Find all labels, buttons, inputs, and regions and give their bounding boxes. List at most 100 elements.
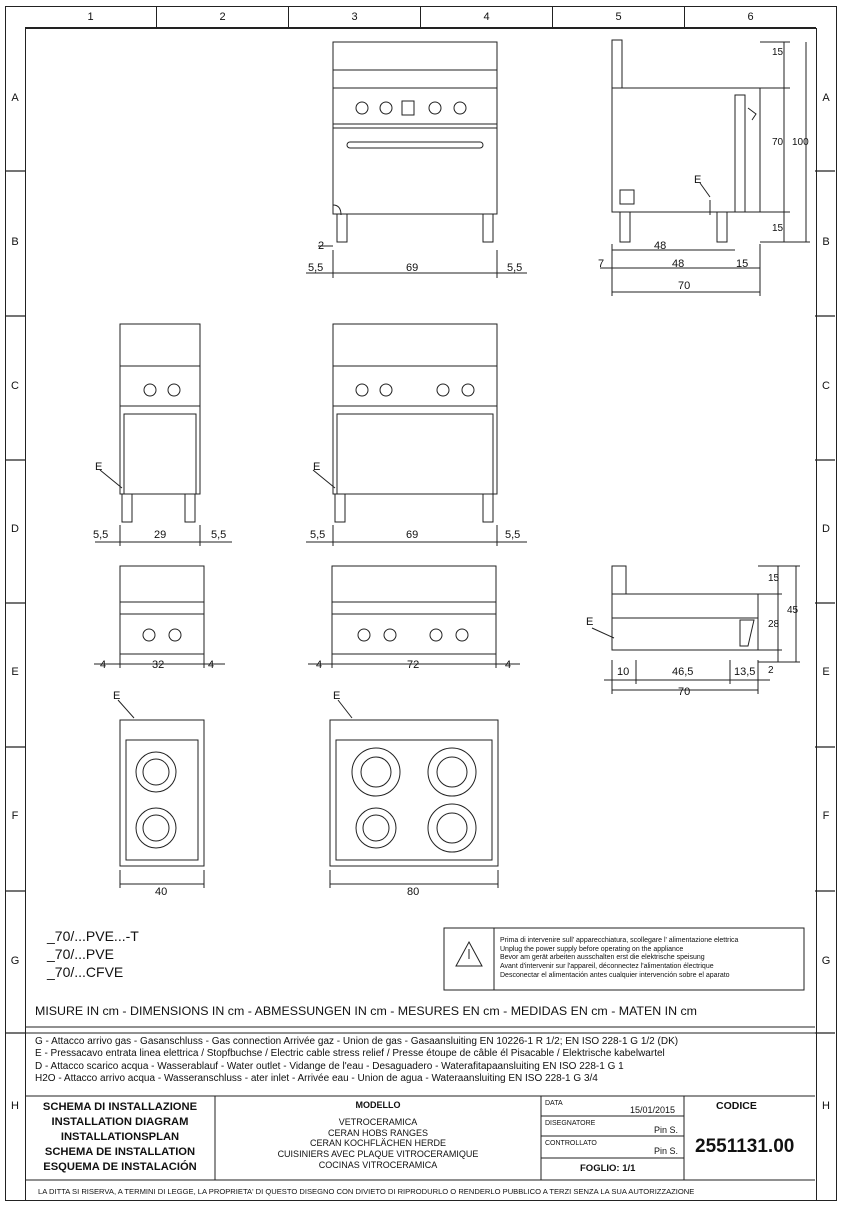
model-code: _70/...PVE...-T — [47, 928, 139, 944]
code-label: CODICE — [716, 1100, 757, 1112]
dim-label: 28 — [768, 619, 780, 630]
modello-line: CERAN HOBS RANGES — [327, 1127, 429, 1138]
dim-label: 5,5 — [93, 529, 109, 541]
connection-label-e: E — [113, 690, 121, 702]
column-label: 4 — [421, 7, 553, 27]
date-value: 15/01/2015 — [630, 1105, 676, 1115]
dim-label: 4 — [100, 659, 107, 671]
dim-label: 32 — [152, 659, 165, 671]
dim-label: 15 — [772, 47, 784, 58]
legend-line: D - Attacco scarico acqua - Wasserablauf… — [35, 1060, 624, 1072]
legend: G - Attacco arrivo gas - Gasanschluss - … — [35, 1036, 678, 1086]
dim-label: 15 — [772, 223, 784, 234]
countertop-side — [591, 565, 800, 694]
dim-label: 70 — [678, 280, 691, 292]
schema-line: SCHEMA DE INSTALLATION — [44, 1146, 196, 1158]
row-label: A — [822, 92, 830, 104]
dim-label: 7 — [598, 258, 605, 270]
dim-label: 100 — [792, 137, 809, 148]
column-label: 3 — [289, 7, 421, 27]
plan-view-large — [329, 699, 499, 888]
countertop-large — [308, 565, 520, 668]
warning-line: Desconectar el alimentación antes cualqu… — [500, 971, 730, 979]
dim-label: 29 — [154, 529, 167, 541]
sheet-number: FOGLIO: 1/1 — [580, 1163, 636, 1174]
modello-line: CUISINIERS AVEC PLAQUE VITROCERAMIQUE — [277, 1149, 479, 1160]
dim-label: 5,5 — [211, 529, 227, 541]
countertop-small — [94, 565, 225, 668]
front-view-small — [95, 323, 232, 546]
modello-line: CERAN KOCHFLÄCHEN HERDE — [309, 1138, 447, 1149]
schema-line: ESQUEMA DE INSTALACIÓN — [43, 1161, 197, 1173]
dim-label: 72 — [407, 659, 420, 671]
dim-label: 10 — [617, 666, 630, 678]
warning-line: Bevor am gerät arbeiten ausschalten erst… — [500, 954, 705, 962]
side-view — [600, 39, 810, 296]
row-label: H — [11, 1100, 19, 1112]
warning-line: Avant d'intervenir sur l'appareil, décon… — [500, 963, 714, 971]
code-value: 2551131.00 — [695, 1136, 795, 1157]
row-label: E — [822, 666, 830, 678]
connection-label-e: E — [694, 174, 702, 186]
schema-title: SCHEMA DI INSTALLAZIONE INSTALLATION DIA… — [25, 1100, 215, 1175]
schema-line: INSTALLATION DIAGRAM — [51, 1116, 189, 1128]
legend-line: H2O - Attacco arrivo acqua - Wasseransch… — [35, 1073, 598, 1085]
designer-value: Pin S. — [654, 1125, 679, 1135]
row-label: H — [822, 1100, 830, 1112]
warning-line: Prima di intervenire sull' apparecchiatu… — [500, 937, 739, 944]
dim-label: 4 — [316, 659, 323, 671]
dim-label: 15 — [768, 573, 780, 584]
column-label: 6 — [747, 11, 754, 23]
row-label: C — [11, 380, 19, 392]
connection-label-e: E — [95, 461, 103, 473]
warning-text: Prima di intervenire sull' apparecchiatu… — [500, 937, 800, 981]
dim-label: 70 — [772, 137, 784, 148]
checked-label: CONTROLLATO — [545, 1140, 597, 1147]
legend-line: G - Attacco arrivo gas - Gasanschluss - … — [35, 1036, 679, 1047]
dim-label: 70 — [678, 686, 691, 698]
dim-label: 5,5 — [507, 262, 523, 274]
column-label: 1 — [25, 7, 157, 27]
row-label: F — [822, 810, 830, 822]
units-line: MISURE IN cm - DIMENSIONS IN cm - ABMESS… — [35, 1004, 698, 1018]
dim-label: 4 — [505, 659, 512, 671]
warning-triangle-icon — [455, 940, 483, 967]
modello-block: MODELLO VETROCERAMICA CERAN HOBS RANGES … — [215, 1100, 541, 1171]
dim-label: 80 — [407, 886, 420, 898]
column-label: 5 — [553, 7, 685, 27]
designer-label: DISEGNATORE — [545, 1120, 596, 1127]
column-header: 1 2 3 4 5 6 — [25, 7, 816, 28]
modello-line: VETROCERAMICA — [338, 1116, 418, 1127]
dim-label: 5,5 — [505, 529, 521, 541]
schema-line: SCHEMA DI INSTALLAZIONE — [42, 1101, 198, 1113]
row-label: D — [11, 523, 19, 535]
front-view-oven-range — [332, 41, 498, 243]
dim-label: 40 — [155, 886, 168, 898]
front-view-large — [306, 323, 527, 546]
modello-label: MODELLO — [355, 1100, 401, 1110]
warning-line: Unplug the power supply before operating… — [500, 945, 684, 953]
row-label: B — [11, 236, 19, 248]
front-view-dims — [306, 245, 527, 278]
dim-label: 48 — [654, 240, 667, 252]
dim-label: 69 — [406, 262, 419, 274]
connection-label-e: E — [313, 461, 321, 473]
dim-label: 2 — [768, 665, 774, 676]
dim-label: 2 — [318, 240, 325, 252]
warning-box — [443, 927, 805, 991]
dim-label: 15 — [736, 258, 749, 270]
dim-label: 4 — [208, 659, 215, 671]
row-label: B — [822, 236, 830, 248]
row-label: F — [11, 810, 19, 822]
legend-line: E - Pressacavo entrata linea elettrica /… — [35, 1048, 665, 1060]
connection-label-e: E — [333, 690, 341, 702]
schema-line: INSTALLATIONSPLAN — [60, 1131, 180, 1143]
connection-label-e: E — [586, 616, 594, 628]
dim-label: 45 — [787, 605, 799, 616]
model-code: _70/...PVE — [47, 946, 114, 962]
inner-frame — [25, 28, 817, 1200]
row-label: A — [11, 92, 19, 104]
plan-view-small — [117, 699, 205, 888]
